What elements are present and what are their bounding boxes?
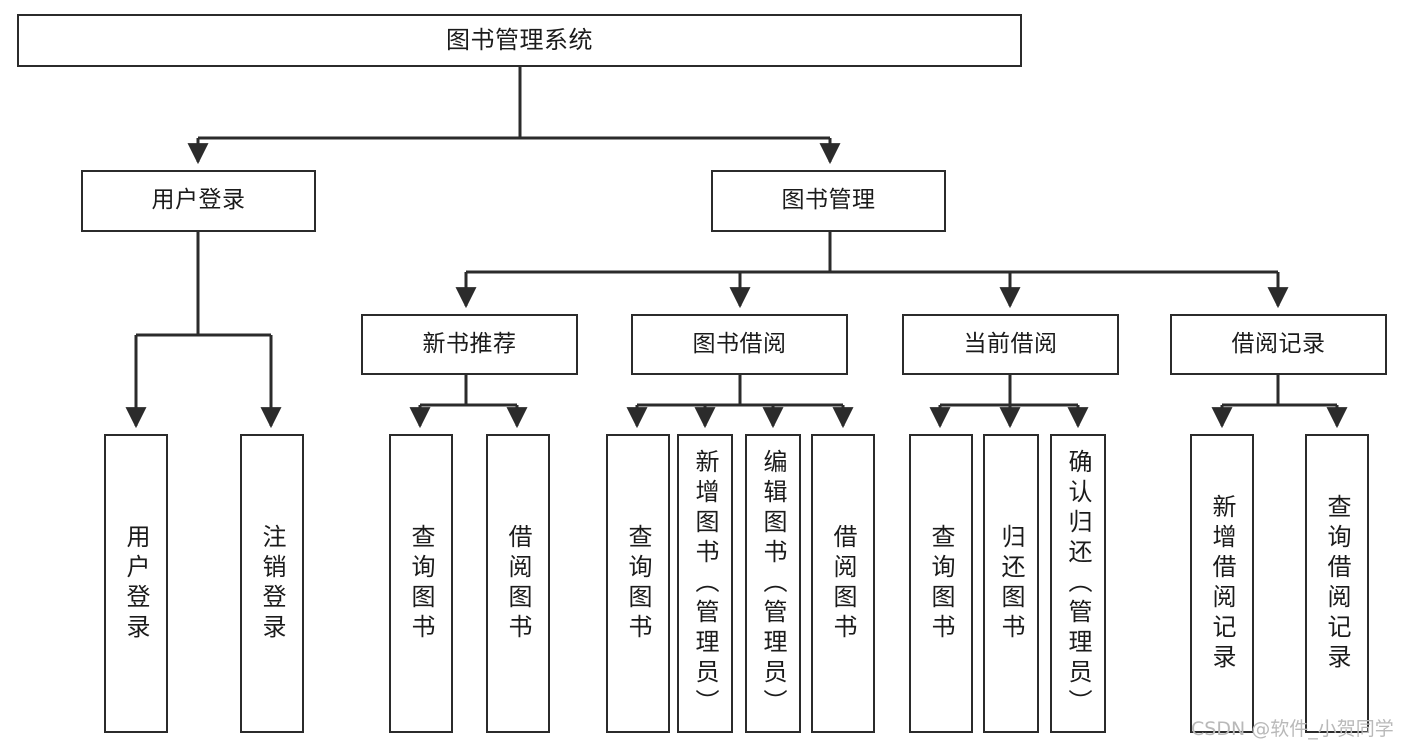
node-leaf-add-record-label: 新增借阅记录 [1208,493,1236,674]
node-book-manage[interactable]: 图书管理 [711,170,946,232]
node-current-borrow[interactable]: 当前借阅 [902,314,1119,375]
node-book-manage-label: 图书管理 [781,187,876,214]
node-leaf-add-record[interactable]: 新增借阅记录 [1190,434,1254,733]
node-borrow-record-label: 借阅记录 [1231,330,1326,357]
node-leaf-return-book-label: 归还图书 [997,523,1025,644]
node-root[interactable]: 图书管理系统 [17,14,1022,67]
node-leaf-query-book-1-label: 查询图书 [407,523,435,644]
node-leaf-borrow-book-2-label: 借阅图书 [829,523,857,644]
node-leaf-confirm-return[interactable]: 确认归还（管理员） [1050,434,1106,733]
node-leaf-borrow-book-1-label: 借阅图书 [504,523,532,644]
node-leaf-query-record[interactable]: 查询借阅记录 [1305,434,1369,733]
node-leaf-edit-book-label: 编辑图书（管理员） [759,448,787,719]
node-leaf-query-record-label: 查询借阅记录 [1323,493,1351,674]
node-new-book-rec-label: 新书推荐 [422,330,517,357]
node-leaf-borrow-book-1[interactable]: 借阅图书 [486,434,550,733]
node-leaf-user-login[interactable]: 用户登录 [104,434,168,733]
node-leaf-add-book-label: 新增图书（管理员） [691,448,719,719]
node-leaf-query-book-1[interactable]: 查询图书 [389,434,453,733]
node-user-login[interactable]: 用户登录 [81,170,316,232]
node-leaf-return-book[interactable]: 归还图书 [983,434,1039,733]
node-leaf-borrow-book-2[interactable]: 借阅图书 [811,434,875,733]
node-user-login-label: 用户登录 [151,187,246,214]
node-leaf-edit-book[interactable]: 编辑图书（管理员） [745,434,801,733]
node-leaf-user-logout-label: 注销登录 [258,523,286,644]
node-book-borrow[interactable]: 图书借阅 [631,314,848,375]
node-book-borrow-label: 图书借阅 [692,330,787,357]
node-borrow-record[interactable]: 借阅记录 [1170,314,1387,375]
node-leaf-query-book-3-label: 查询图书 [927,523,955,644]
node-leaf-query-book-2-label: 查询图书 [624,523,652,644]
node-current-borrow-label: 当前借阅 [963,330,1058,357]
node-new-book-rec[interactable]: 新书推荐 [361,314,578,375]
node-root-label: 图书管理系统 [446,26,593,55]
node-leaf-confirm-return-label: 确认归还（管理员） [1064,448,1092,719]
node-leaf-user-login-label: 用户登录 [122,523,150,644]
node-leaf-user-logout[interactable]: 注销登录 [240,434,304,733]
node-leaf-query-book-2[interactable]: 查询图书 [606,434,670,733]
node-leaf-query-book-3[interactable]: 查询图书 [909,434,973,733]
node-leaf-add-book[interactable]: 新增图书（管理员） [677,434,733,733]
